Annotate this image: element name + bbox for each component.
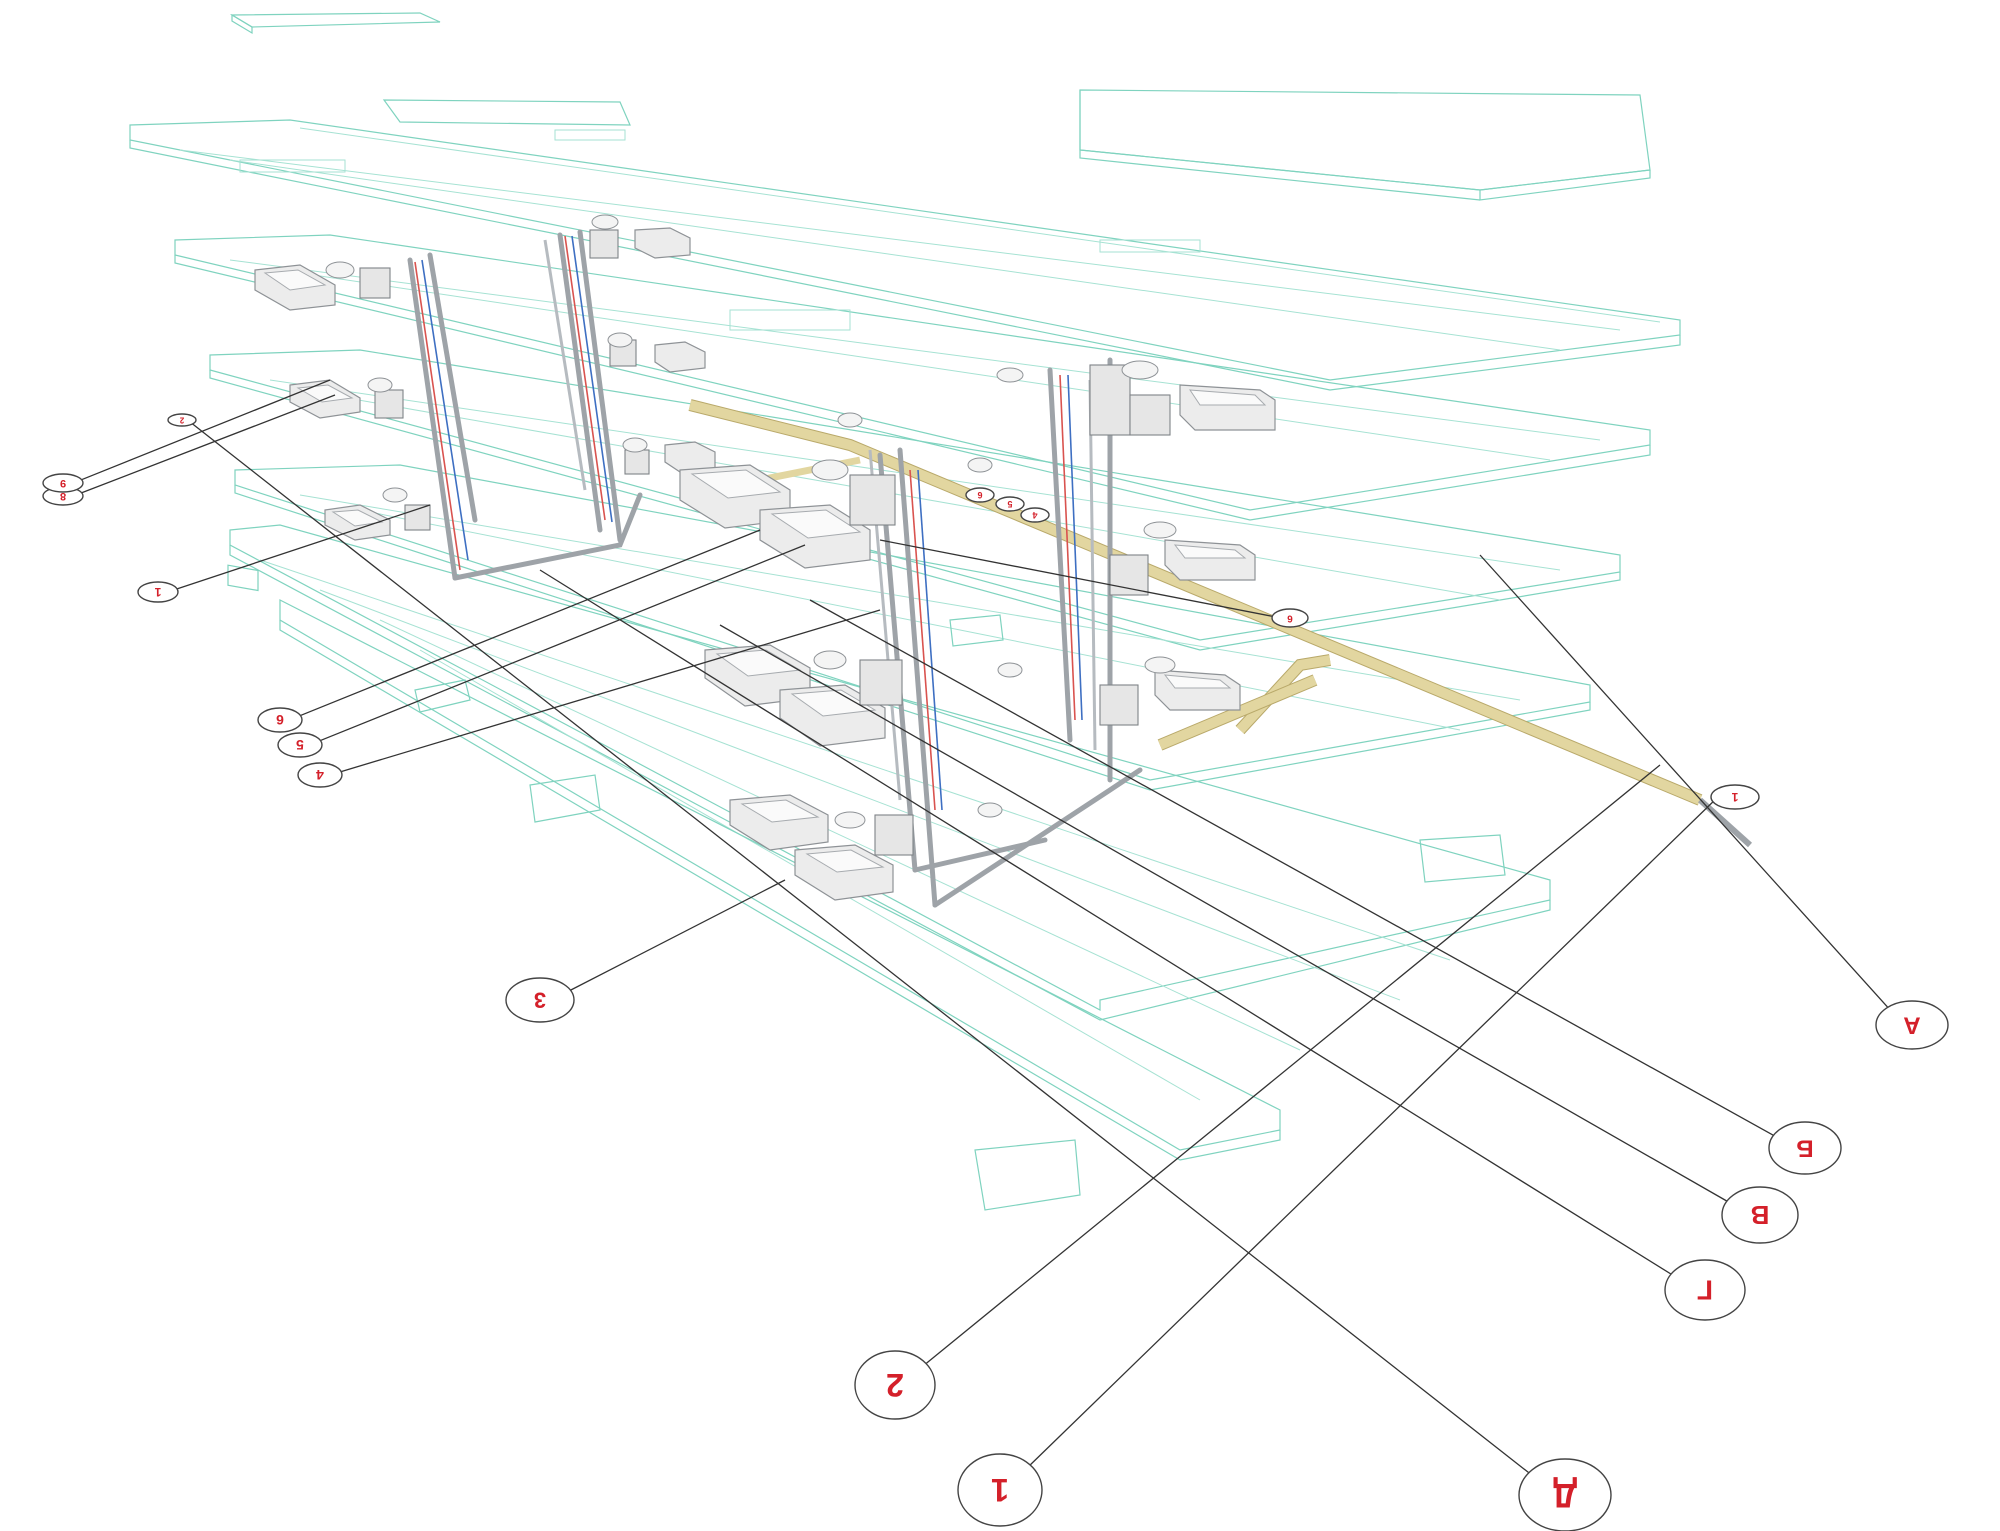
leader-line-axis-B <box>809 599 1775 1137</box>
leader-line-axis-G <box>539 569 1673 1276</box>
bubble-circle <box>1721 1186 1799 1244</box>
grid-bubble-axis-A: А <box>1875 1000 1949 1050</box>
bubble-circle <box>277 732 323 758</box>
grid-bubble-axis-6-upper: 6 <box>1271 608 1309 628</box>
bubble-label: 5 <box>296 737 304 753</box>
grid-bubble-axis-1: 1 <box>957 1453 1043 1527</box>
bubble-label: А <box>1903 1012 1920 1039</box>
bubble-label: 5 <box>1007 499 1012 509</box>
leader-line-axis-3 <box>569 879 786 992</box>
bubble-circle <box>1271 608 1309 628</box>
fixtures <box>254 214 1276 901</box>
leader-line-axis-5 <box>319 544 806 742</box>
grid-bubble-axis-1-far: 1 <box>137 581 179 603</box>
grid-bubble-axis-1-small: 1 <box>1710 784 1760 810</box>
bubble-circle <box>137 581 179 603</box>
bubble-label: 9 <box>60 477 66 489</box>
grid-bubble-axis-6-mid: 6 <box>965 487 995 503</box>
bubble-label: Г <box>1697 1275 1713 1306</box>
leader-line-axis-8-far <box>81 394 336 494</box>
leader-line-axis-6 <box>299 529 761 717</box>
bubble-circle <box>297 762 343 788</box>
grid-bubble-axis-4: 4 <box>297 762 343 788</box>
bubble-label: 8 <box>60 490 66 502</box>
leader-line-axis-9-far <box>81 379 331 481</box>
leader-line-axis-D <box>184 417 1530 1474</box>
grid-bubble-axis-3: 3 <box>505 977 575 1023</box>
bubble-circle <box>505 977 575 1023</box>
grid-bubble-axis-2-far: 2 <box>167 413 197 427</box>
leader-line-axis-1-far <box>176 504 431 590</box>
bubble-label: 1 <box>991 1472 1009 1508</box>
bubble-circle <box>854 1350 936 1420</box>
grid-bubble-axis-5: 5 <box>277 732 323 758</box>
grid-bubble-axis-2: 2 <box>854 1350 936 1420</box>
bubble-label: В <box>1751 1200 1770 1230</box>
bubble-label: 6 <box>977 490 982 500</box>
building-wireframe <box>129 12 1681 1211</box>
bathtub-group-4 <box>837 360 1276 818</box>
leader-line-axis-2 <box>925 764 1661 1365</box>
bubble-label: 1 <box>154 585 161 599</box>
bubble-label: 4 <box>316 767 324 783</box>
bubble-circle <box>1710 784 1760 810</box>
bubble-label: 3 <box>534 988 546 1013</box>
bathtub-group-1 <box>254 261 431 541</box>
bubble-label: Б <box>1796 1135 1813 1162</box>
bubble-circle <box>42 473 84 493</box>
grid-bubble-axis-9-far: 9 <box>42 473 84 493</box>
grid-bubble-axis-6: 6 <box>257 707 303 733</box>
leader-line-axis-1 <box>1029 794 1721 1466</box>
bubble-label: 6 <box>276 712 284 728</box>
bubble-label: Д <box>1553 1476 1577 1514</box>
bubble-circle <box>995 496 1025 512</box>
leader-line-axis-V <box>719 624 1728 1203</box>
bubble-circle <box>257 707 303 733</box>
grid-bubble-axis-4-mid: 4 <box>1020 507 1050 523</box>
bubble-circle <box>167 413 197 427</box>
leader-line-axis-4 <box>340 609 881 773</box>
grid-bubble-axis-5-mid: 5 <box>995 496 1025 512</box>
bathtub-group-2 <box>589 214 716 475</box>
bubble-circle <box>957 1453 1043 1527</box>
bubble-label: 1 <box>1731 790 1738 804</box>
leader-lines <box>81 379 1889 1474</box>
bubble-label: 2 <box>179 416 184 425</box>
leader-line-axis-A <box>1479 554 1889 1009</box>
bubble-label: 4 <box>1032 510 1037 520</box>
bubble-label: 6 <box>1287 613 1293 624</box>
main-supply-pipe <box>688 399 1753 848</box>
grid-bubble-axis-B: Б <box>1768 1121 1842 1175</box>
bubble-circle <box>965 487 995 503</box>
bubble-circle <box>1518 1458 1612 1531</box>
bubble-circle <box>1768 1121 1842 1175</box>
bubble-label: 2 <box>886 1367 904 1403</box>
bubble-circle <box>1875 1000 1949 1050</box>
grid-bubble-axis-V: В <box>1721 1186 1799 1244</box>
bubble-circle <box>1664 1259 1746 1321</box>
bathtub-group-3 <box>679 459 914 901</box>
bubble-circle <box>1020 507 1050 523</box>
grid-bubble-axis-G: Г <box>1664 1259 1746 1321</box>
leader-line-axis-6-upper <box>879 539 1273 618</box>
grid-bubble-axis-D: Д <box>1518 1458 1612 1531</box>
